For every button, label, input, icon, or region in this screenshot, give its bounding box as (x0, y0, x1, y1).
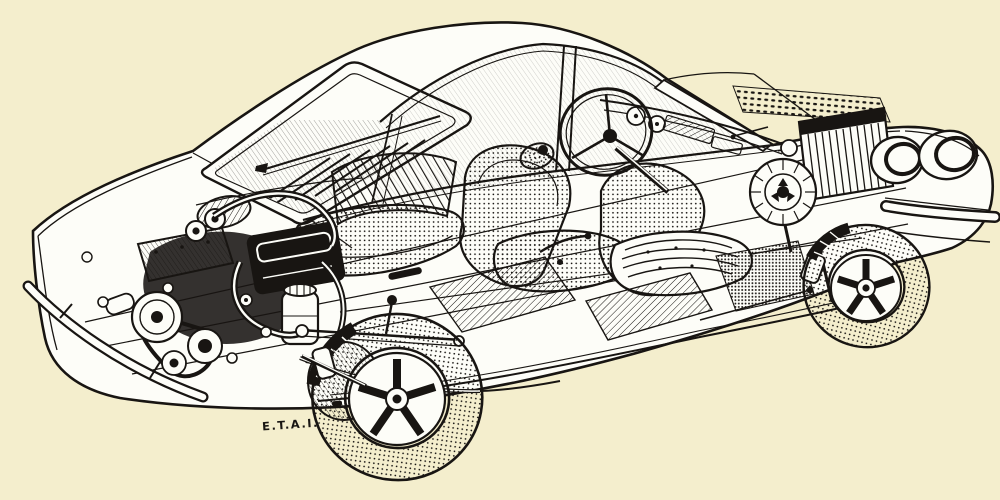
floor-panels (428, 240, 815, 341)
front-end (732, 85, 1000, 253)
front-tire-section-cut (806, 222, 851, 261)
gauge-needle-hub (633, 113, 639, 119)
intake-plenum (246, 221, 346, 295)
steering-assembly (558, 87, 670, 194)
headlamps (869, 129, 979, 185)
drum-mount (783, 224, 793, 253)
roof-drip-rail-inner (385, 50, 658, 129)
radiator-slats (807, 122, 887, 199)
handbrake-lever (539, 232, 592, 254)
rear-bumper (22, 280, 209, 403)
deck-inner-edge (37, 156, 193, 237)
nose-crease (904, 130, 980, 157)
front-rim (830, 254, 902, 322)
finned-brake-drum (748, 157, 818, 253)
engine-bay-bulkhead (195, 177, 363, 206)
front-tread-grooves (813, 231, 841, 258)
valance-crease (884, 197, 989, 211)
bumper-bracket-2 (149, 361, 161, 379)
windshield-header (663, 72, 755, 81)
rear-rim (347, 351, 447, 447)
seat-back-piping (477, 159, 559, 207)
radio-panel (710, 136, 743, 155)
carburetors (185, 208, 226, 242)
drum-vents (771, 178, 795, 202)
passenger-seat (598, 162, 753, 297)
radiator-header-tank (799, 108, 886, 135)
belt-drive (130, 290, 223, 379)
linkage-grip (388, 267, 422, 280)
dash-vent-grille (662, 114, 716, 145)
bumper-bracket (59, 303, 73, 319)
expansion-cap (780, 139, 798, 157)
front-bumper (880, 200, 1000, 243)
dash-top-edge (599, 99, 789, 147)
brace-anchor (255, 163, 268, 173)
steering-wheel-rim-inner (565, 94, 647, 170)
steering-hub (603, 129, 617, 143)
gauge-needle-hub-2 (655, 122, 659, 126)
artist-signature: E.T.A.I. (262, 416, 320, 434)
radiator (780, 106, 895, 202)
fuel-filler-grommet (81, 251, 93, 263)
steering-wheel-rim (558, 87, 654, 177)
rear-wheel (295, 312, 484, 482)
front-wheel (699, 222, 931, 349)
floor-rib-panel-front (584, 272, 714, 341)
floor-rib-panel-rear (428, 256, 577, 333)
roof-drip-rail (379, 42, 665, 123)
bumper-lower-lip (895, 231, 991, 243)
engine-fittings (162, 282, 272, 364)
drum-fins (750, 159, 816, 225)
ignition-coil (97, 292, 135, 316)
steering-column (614, 146, 670, 194)
interior (292, 87, 815, 341)
cushion-buttons (646, 246, 706, 270)
valve-cover-bolts (154, 240, 210, 254)
